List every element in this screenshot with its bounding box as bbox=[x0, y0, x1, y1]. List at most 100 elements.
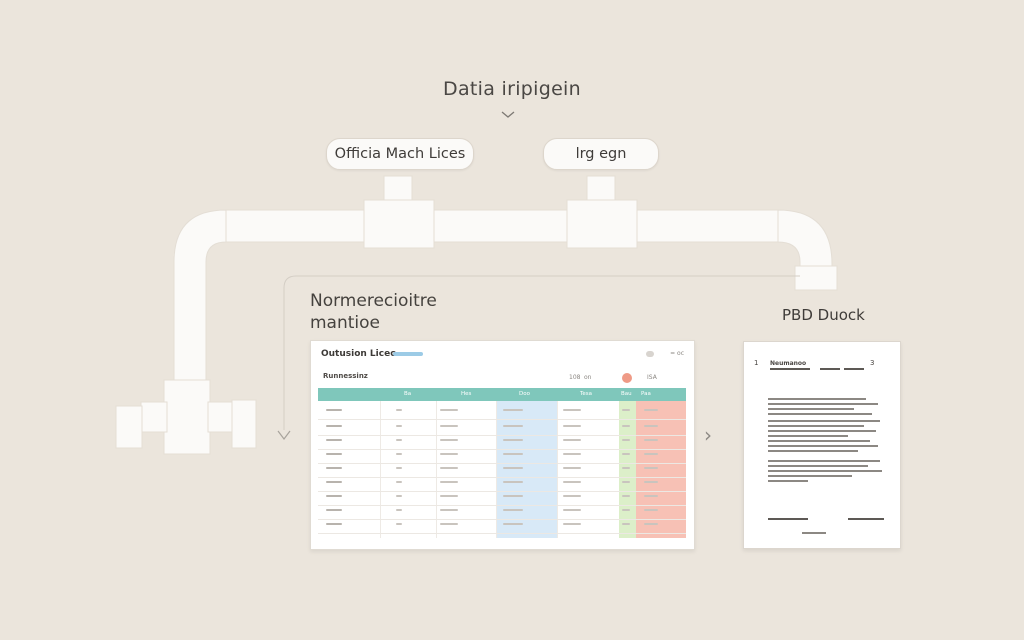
pdf-text-line bbox=[768, 440, 870, 442]
table-cell bbox=[563, 509, 581, 511]
pdf-text-line bbox=[848, 518, 884, 520]
pipe-left-vertical bbox=[164, 248, 174, 256]
spreadsheet-toolbar-label: Runnessinz bbox=[323, 372, 368, 380]
table-cell bbox=[503, 425, 523, 427]
table-cell bbox=[644, 409, 658, 411]
table-cell bbox=[644, 453, 658, 455]
spreadsheet-toolbar-text-b: on bbox=[584, 374, 592, 381]
grid-header-cell: Doo bbox=[519, 391, 530, 397]
table-cell bbox=[503, 523, 523, 525]
table-cell bbox=[440, 509, 458, 511]
pdf-page-number-left: 1 bbox=[754, 359, 759, 367]
normalization-label-line2: mantioe bbox=[310, 313, 381, 333]
table-cell bbox=[440, 467, 458, 469]
table-cell bbox=[396, 495, 402, 497]
source-pill-right: lrg egn bbox=[543, 138, 659, 170]
table-cell bbox=[622, 425, 630, 427]
table-cell bbox=[503, 453, 523, 455]
highlight-column-blue bbox=[496, 401, 557, 538]
table-cell bbox=[563, 453, 581, 455]
table-cell bbox=[326, 467, 342, 469]
table-cell bbox=[326, 495, 342, 497]
table-cell bbox=[396, 453, 402, 455]
pipe-valve-left bbox=[140, 401, 168, 433]
normalization-label: Normerecioitre mantioe bbox=[310, 290, 437, 334]
table-cell bbox=[440, 439, 458, 441]
grid-header-cell: Hes bbox=[461, 391, 472, 397]
table-cell bbox=[326, 409, 342, 411]
table-cell bbox=[644, 509, 658, 511]
chevron-down-icon bbox=[501, 111, 515, 118]
table-cell bbox=[503, 509, 523, 511]
table-cell bbox=[622, 523, 630, 525]
pdf-text-line bbox=[768, 465, 868, 467]
source-pill-left: Officia Mach Lices bbox=[326, 138, 474, 170]
table-cell bbox=[326, 439, 342, 441]
pdf-text-line bbox=[770, 368, 810, 370]
table-cell bbox=[503, 481, 523, 483]
table-cell bbox=[644, 439, 658, 441]
table-cell bbox=[563, 495, 581, 497]
table-cell bbox=[503, 495, 523, 497]
pdf-document: 1 3 Neumanoo bbox=[743, 341, 901, 549]
pipe-valve-right bbox=[207, 401, 235, 433]
pdf-page-number-right: 3 bbox=[870, 359, 875, 367]
table-row bbox=[318, 460, 686, 478]
table-cell bbox=[396, 467, 402, 469]
pdf-text-line bbox=[768, 470, 882, 472]
table-cell bbox=[563, 481, 581, 483]
table-cell bbox=[644, 481, 658, 483]
table-cell bbox=[503, 439, 523, 441]
pdf-text-line bbox=[768, 445, 878, 447]
connector-arrow-down bbox=[277, 430, 291, 440]
normalization-label-line1: Normerecioitre bbox=[310, 291, 437, 311]
pipe-valve-body bbox=[163, 379, 211, 455]
pdf-text-line bbox=[768, 425, 864, 427]
spreadsheet-top-right-text: = oc bbox=[670, 350, 684, 357]
table-cell bbox=[396, 509, 402, 511]
pdf-text-line bbox=[768, 398, 866, 400]
spreadsheet-toggle-icon bbox=[646, 351, 654, 357]
table-cell bbox=[326, 481, 342, 483]
table-cell bbox=[503, 409, 523, 411]
table-cell bbox=[622, 509, 630, 511]
table-cell bbox=[622, 495, 630, 497]
pipe-right-elbow bbox=[777, 209, 833, 271]
pdf-text-line bbox=[768, 408, 854, 410]
spreadsheet-title: Outusion Liceo bbox=[321, 349, 397, 359]
diagram-title: Datia iripigein bbox=[443, 78, 581, 100]
pdf-text-line bbox=[768, 435, 848, 437]
grid-divider bbox=[380, 401, 381, 538]
highlight-column-red bbox=[636, 401, 686, 538]
grid-header-row: Ba Hes Doo Tesa Bau Paa bbox=[318, 388, 686, 401]
spreadsheet-title-tab bbox=[393, 352, 423, 356]
pdf-text-line bbox=[768, 430, 876, 432]
table-cell bbox=[440, 409, 458, 411]
table-cell bbox=[563, 523, 581, 525]
arrow-right-icon: › bbox=[704, 423, 712, 447]
pipe-left-elbow bbox=[173, 209, 227, 385]
table-cell bbox=[644, 425, 658, 427]
table-cell bbox=[326, 453, 342, 455]
table-cell bbox=[622, 467, 630, 469]
table-cell bbox=[440, 453, 458, 455]
table-row bbox=[318, 488, 686, 506]
table-cell bbox=[563, 467, 581, 469]
pipe-valve-right-cap bbox=[231, 399, 257, 449]
table-cell bbox=[644, 495, 658, 497]
spreadsheet-toolbar-text-a: 108 bbox=[569, 374, 581, 381]
pdf-text-line bbox=[768, 518, 808, 520]
pdf-text-line bbox=[768, 420, 880, 422]
spreadsheet-panel: Outusion Liceo = oc Runnessinz 108 on IS… bbox=[310, 340, 695, 550]
table-cell bbox=[396, 481, 402, 483]
table-cell bbox=[396, 523, 402, 525]
spreadsheet-status-badge-icon bbox=[622, 373, 632, 383]
pdf-text-line bbox=[768, 475, 852, 477]
table-cell bbox=[563, 425, 581, 427]
grid-divider bbox=[436, 401, 437, 538]
pdf-text-line bbox=[768, 413, 872, 415]
table-row bbox=[318, 402, 686, 420]
pdf-text-line bbox=[768, 450, 858, 452]
spreadsheet-grid: Ba Hes Doo Tesa Bau Paa bbox=[318, 388, 686, 538]
